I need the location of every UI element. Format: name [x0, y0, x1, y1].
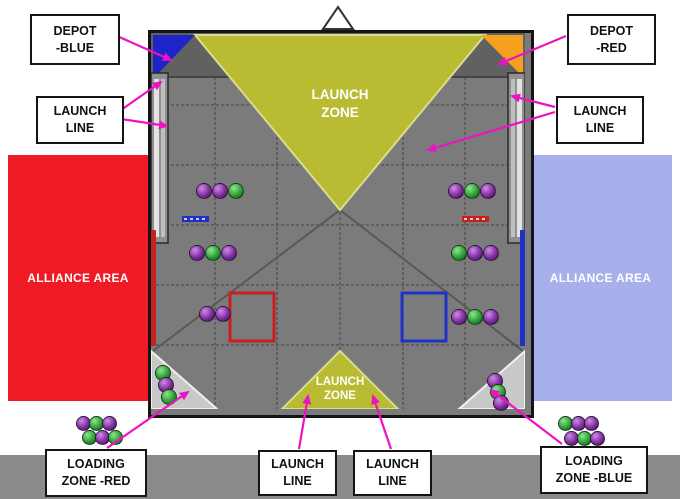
label-depot-blue: DEPOT -BLUE: [30, 14, 120, 65]
center-diagonal-seams: [152, 209, 524, 352]
label-loading-zone-blue: LOADING ZONE -BLUE: [540, 446, 648, 494]
label-loading-zone-red: LOADING ZONE -RED: [45, 449, 147, 497]
launch-zone-bottom-label-line2: ZONE: [324, 390, 356, 402]
label-loading-zone-red-line1: LOADING: [67, 457, 125, 471]
alliance-blue-label: ALLIANCE AREA: [549, 271, 652, 285]
artifact-ball-green: [107, 429, 123, 445]
label-launch-line-bottom-left-line1: LAUNCH: [271, 457, 324, 471]
label-launch-line-bottom-left-line2: LINE: [283, 474, 312, 488]
label-launch-line-bottom-left: LAUNCH LINE: [258, 450, 337, 496]
artifact-ball-green: [88, 415, 104, 431]
top-center-marker: [321, 5, 355, 30]
label-loading-zone-blue-line1: LOADING: [565, 454, 623, 468]
artifact-ball-purple: [583, 415, 599, 431]
artifact-ball-green: [557, 415, 573, 431]
blue-gate-tape: [182, 216, 209, 222]
blue-wall-tape: [520, 230, 525, 346]
alliance-area-blue: ALLIANCE AREA: [529, 155, 672, 401]
red-wall-tape: [151, 230, 156, 346]
label-depot-red-line2: -RED: [596, 40, 627, 55]
label-launch-line-bottom-right-line1: LAUNCH: [366, 457, 419, 471]
label-launch-line-bottom-right-line2: LINE: [378, 474, 407, 488]
goal-right: [507, 72, 526, 244]
artifact-ball-purple: [570, 415, 586, 431]
label-depot-red-line1: DEPOT: [589, 23, 634, 38]
label-launch-line-left-line1: LAUNCH: [53, 104, 107, 118]
alliance-red-label: ALLIANCE AREA: [27, 271, 129, 285]
game-field-svg: LAUNCH ZONE LAUNCH ZONE: [150, 33, 526, 410]
launch-zone-top-label-line2: ZONE: [321, 105, 359, 120]
launch-zone-top-triangle: [192, 34, 488, 212]
launch-zone-top-label-line1: LAUNCH: [312, 87, 369, 102]
artifact-ball-purple: [589, 430, 605, 446]
game-field: LAUNCH ZONE LAUNCH ZONE: [148, 30, 534, 418]
label-launch-line-left: LAUNCH LINE: [36, 96, 124, 144]
artifact-ball-green: [81, 429, 97, 445]
artifact-ball-purple: [94, 429, 110, 445]
launch-zone-bottom-label-line1: LAUNCH: [316, 376, 365, 388]
label-depot-blue-line2: -BLUE: [55, 40, 95, 55]
artifact-ball-purple: [563, 430, 579, 446]
artifact-ball-purple: [75, 415, 91, 431]
artifact-ball-purple: [101, 415, 117, 431]
label-launch-line-right-line1: LAUNCH: [573, 104, 627, 118]
goal-left: [150, 72, 169, 244]
label-launch-line-left-line2: LINE: [65, 121, 95, 135]
red-gate-tape: [462, 216, 489, 222]
alliance-area-red: ALLIANCE AREA: [8, 155, 148, 401]
label-depot-red: DEPOT -RED: [567, 14, 656, 65]
artifact-ball-green: [576, 430, 592, 446]
label-depot-blue-line1: DEPOT: [53, 23, 97, 38]
label-launch-line-bottom-right: LAUNCH LINE: [353, 450, 432, 496]
label-loading-zone-red-line2: ZONE -RED: [61, 474, 131, 488]
label-loading-zone-blue-line2: ZONE -BLUE: [555, 471, 633, 485]
label-launch-line-right-line2: LINE: [585, 121, 615, 135]
blue-square-tape: [400, 291, 448, 343]
label-launch-line-right: LAUNCH LINE: [556, 96, 644, 144]
